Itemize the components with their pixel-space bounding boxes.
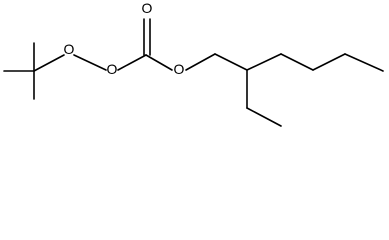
chemical-structure: O O O O <box>3 0 384 127</box>
bond-ethyl1-to-ethyl2 <box>246 107 282 127</box>
bond-peroxy-oo <box>73 54 107 71</box>
atom-label-peroxy-oxygen-1: O <box>64 41 75 57</box>
ethylhexyl-chain <box>185 53 384 127</box>
bond-carbonyl-carbon-to-ester-o <box>145 54 173 71</box>
bond-butyl2-to-butyl3 <box>312 53 346 71</box>
bond-ch-to-butyl1 <box>246 53 282 71</box>
carbonate-group <box>117 18 173 71</box>
bond-ester-o-to-ch2 <box>185 53 216 71</box>
atom-label-ester-oxygen: O <box>174 61 185 77</box>
bond-peroxy-to-carbonyl-carbon <box>117 54 147 71</box>
atom-label-carbonyl-oxygen: O <box>142 0 153 16</box>
tert-butyl-group <box>3 42 65 100</box>
bond-tbu-to-peroxy <box>33 54 65 72</box>
bond-butyl1-to-butyl2 <box>280 53 314 71</box>
bond-butyl3-to-butyl4 <box>344 53 384 72</box>
atom-label-peroxy-oxygen-2: O <box>107 61 118 77</box>
bond-ch2-to-ch <box>214 53 248 71</box>
